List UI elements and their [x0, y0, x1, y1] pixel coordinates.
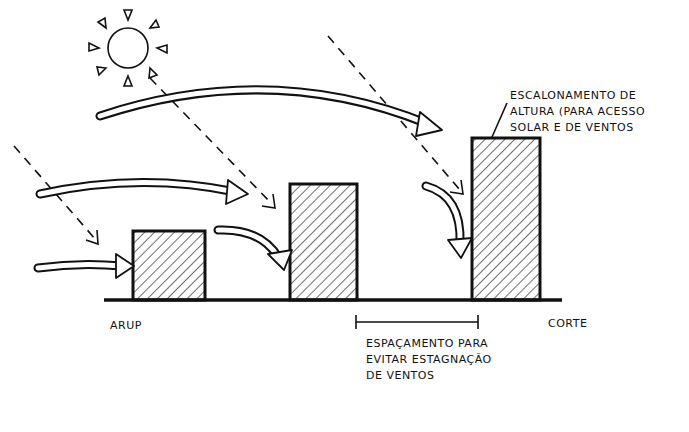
callout-note: ESCALONAMENTO DE ALTURA (PARA ACESSO SOL… — [510, 88, 680, 136]
building — [472, 138, 540, 300]
wind-arrow-head — [116, 112, 472, 278]
wind-arrow — [38, 90, 460, 268]
building — [133, 231, 205, 300]
dimension-line — [356, 315, 478, 329]
sun-ray — [14, 36, 460, 240]
dimension-note: ESPAÇAMENTO PARA EVITAR ESTAGNAÇÃO DE VE… — [366, 336, 506, 384]
sun-symbol — [89, 10, 167, 86]
ray-head — [86, 180, 463, 244]
building — [290, 184, 357, 300]
view-title: CORTE — [548, 316, 628, 332]
leader-line — [492, 103, 507, 137]
office-name: ARUP — [110, 318, 180, 334]
